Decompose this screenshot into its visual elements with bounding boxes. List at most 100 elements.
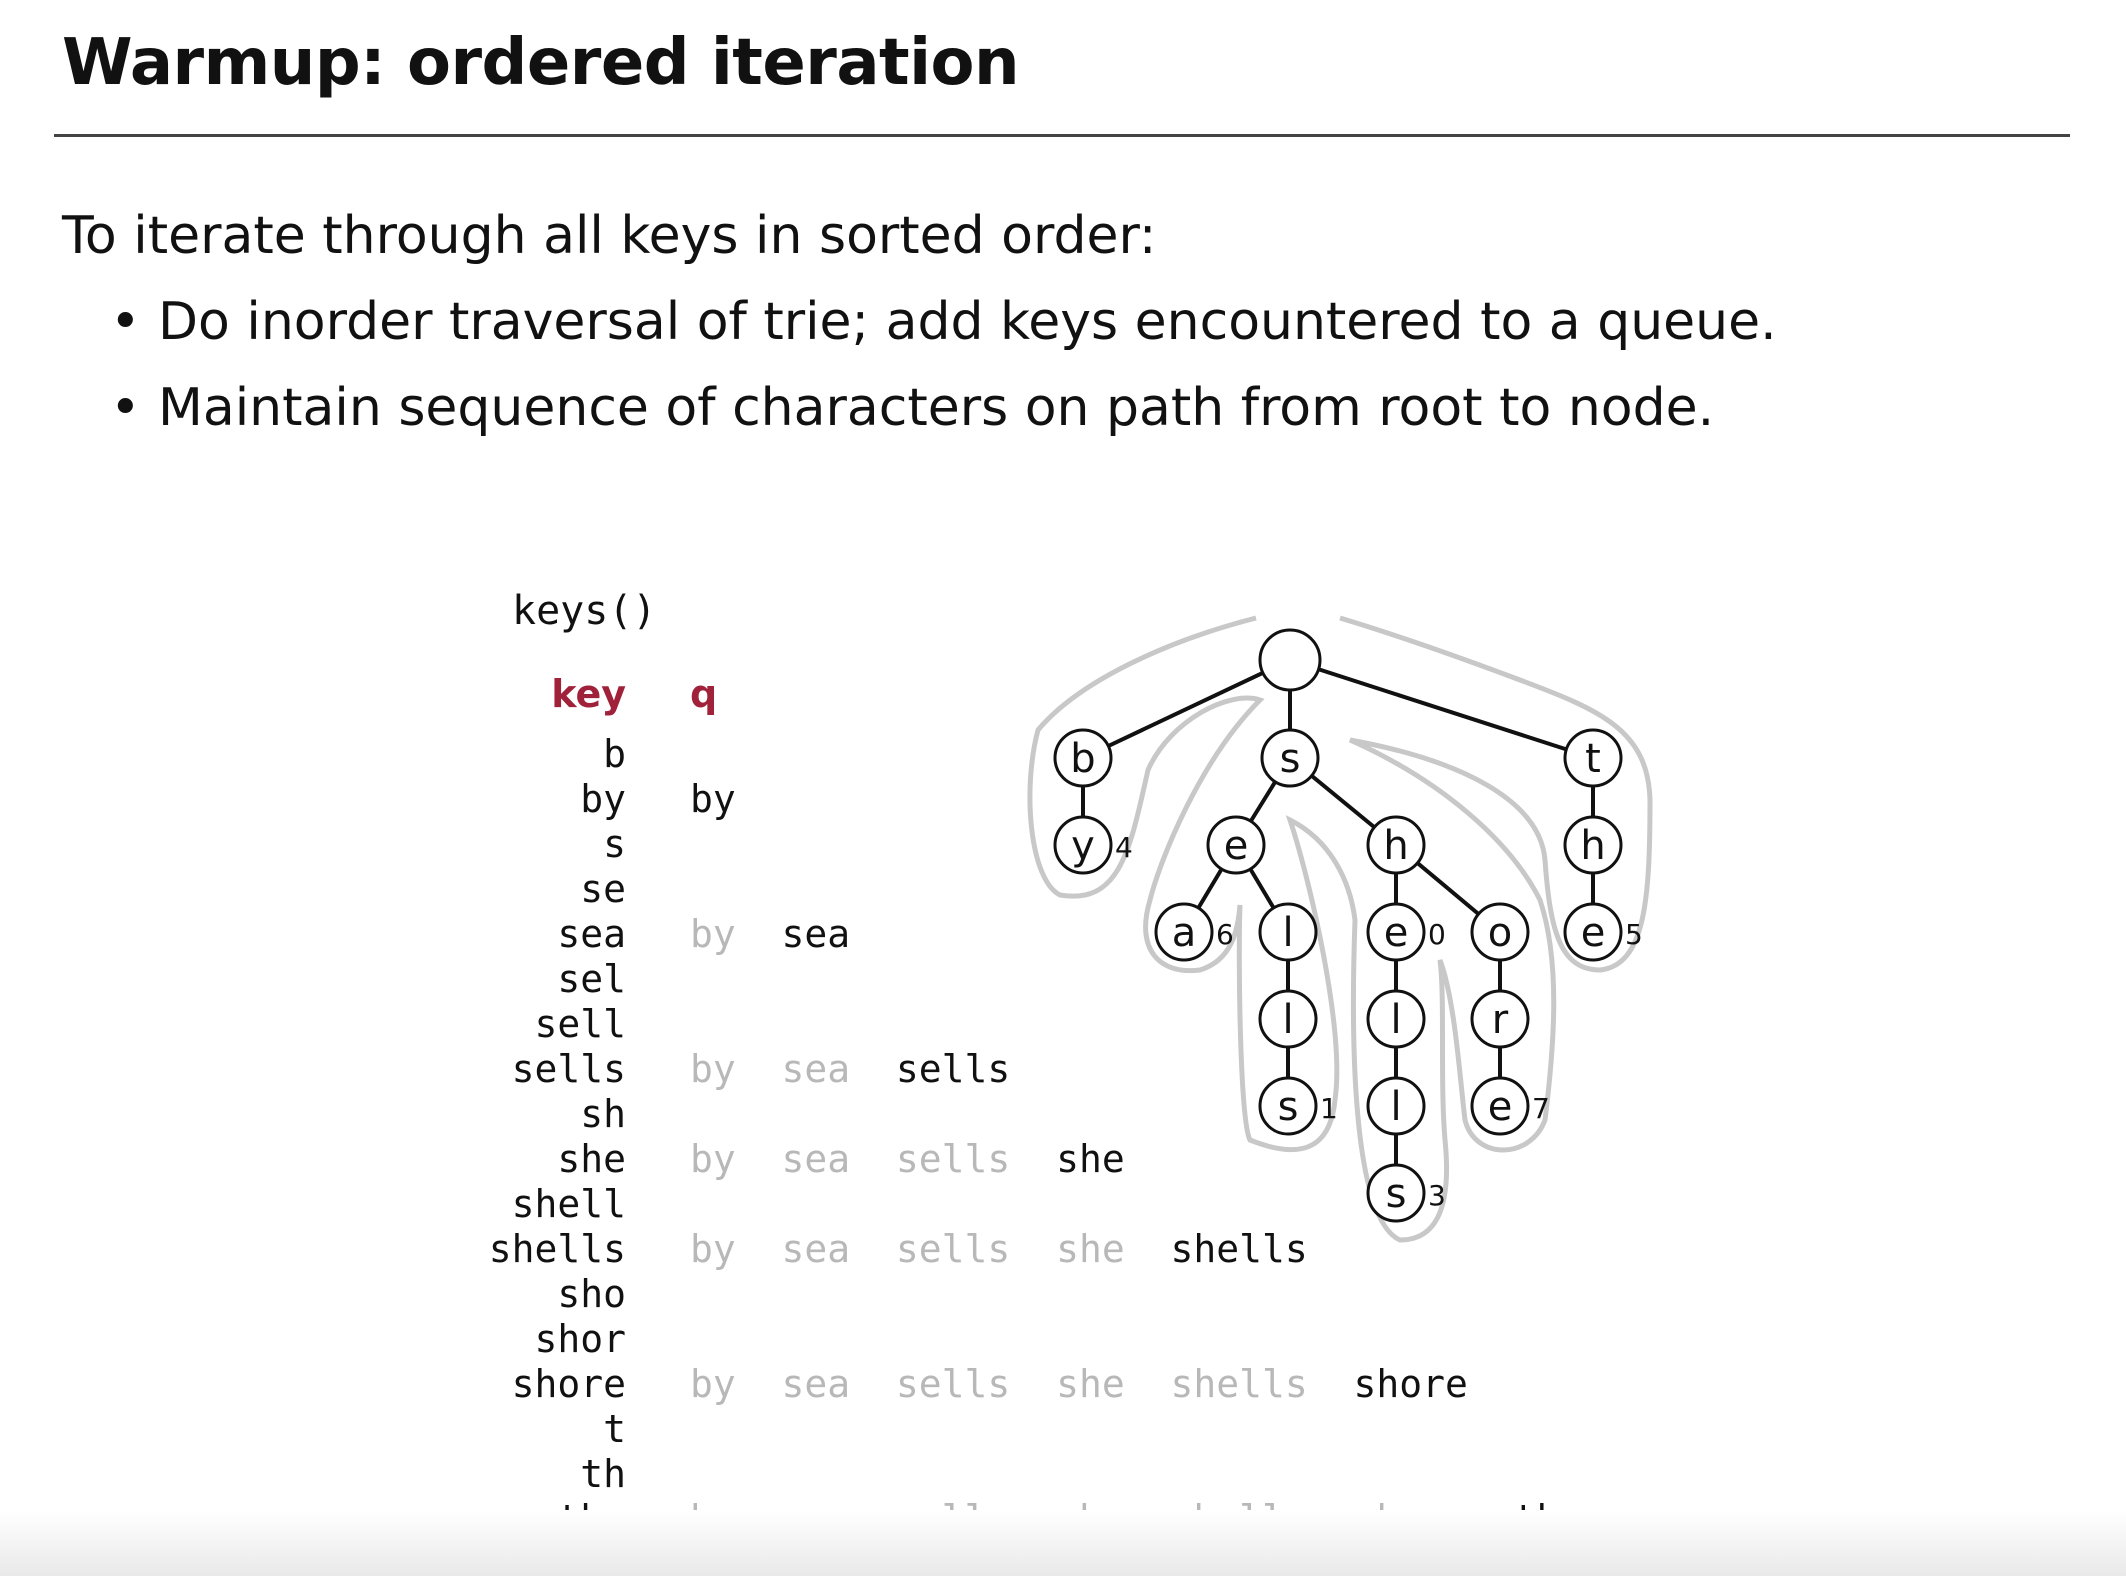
traversal-outline [1027, 615, 1653, 1243]
bullet-dot-icon: • [110, 378, 141, 438]
queue-entry: shells [1170, 1362, 1354, 1406]
queue-entry: by [690, 1047, 782, 1091]
queue-entry: sells [895, 1362, 1057, 1406]
trie-node-label: b [1070, 736, 1095, 782]
queue-entry: by [690, 1227, 782, 1271]
queue-entry: sea [781, 1047, 896, 1091]
trace-row-queue: by [690, 777, 736, 821]
trie-node: e [1206, 815, 1266, 875]
queue-entry: by [690, 777, 736, 821]
trie-edge [1082, 658, 1291, 760]
trie-node: r [1470, 989, 1530, 1049]
queue-entry: shells [1170, 1227, 1308, 1271]
trie-node: l [1258, 902, 1318, 962]
trace-row-key: sh [580, 1092, 626, 1136]
bullet-text-1: Do inorder traversal of trie; add keys e… [158, 292, 1777, 352]
trace-header-q: q [690, 672, 718, 716]
queue-entry: shore [1353, 1362, 1468, 1406]
traversal-path-outline [1027, 615, 1653, 1243]
trace-row-key: sea [557, 912, 626, 956]
trace-row-key: sho [557, 1272, 626, 1316]
trace-row-queue: by sea sells [690, 1047, 1010, 1091]
trace-row-queue: by sea sells she [690, 1137, 1125, 1181]
trace-row-queue: by sea sells she shells [690, 1227, 1308, 1271]
trie-node: t [1563, 728, 1623, 788]
trace-row-key: shore [511, 1362, 626, 1406]
bullet-text-2: Maintain sequence of characters on path … [158, 378, 1715, 438]
trie-node: l [1366, 989, 1426, 1049]
trie-node-label: l [1282, 997, 1293, 1043]
queue-entry: sea [781, 1137, 896, 1181]
trie-node-value: 3 [1428, 1179, 1446, 1212]
trace-row-queue: by sea sells she shells shore [690, 1362, 1468, 1406]
trie-node-label: s [1278, 1084, 1299, 1130]
trie-node-label: r [1492, 997, 1509, 1043]
trie-node-label: s [1280, 736, 1301, 782]
trace-row-key: by [580, 777, 626, 821]
trace-row-key: shor [534, 1317, 626, 1361]
queue-entry: by [690, 1362, 782, 1406]
trie-node-label: e [1224, 823, 1249, 869]
bottom-fade [0, 1510, 2126, 1576]
trie-node-label: o [1488, 910, 1512, 956]
trie-node-label: l [1282, 910, 1293, 956]
trie-node-label: s [1386, 1171, 1407, 1217]
slide-title: Warmup: ordered iteration [62, 26, 1020, 100]
trace-row-key: t [603, 1407, 626, 1451]
trace-row-key: th [580, 1452, 626, 1496]
trie-node-label: h [1383, 823, 1408, 869]
trie-node-label: l [1390, 997, 1401, 1043]
bullet-item-2: • Maintain sequence of characters on path… [110, 378, 1714, 438]
trie-node: h [1366, 815, 1426, 875]
queue-entry: sells [895, 1047, 1011, 1091]
trie-node-value: 0 [1428, 918, 1446, 951]
trie-node-label: y [1071, 823, 1095, 869]
trace-row-key: b [603, 732, 626, 776]
trie-node-value: 5 [1625, 918, 1643, 951]
trie-node: h [1563, 815, 1623, 875]
trace-row-key: sel [557, 957, 626, 1001]
queue-entry: she [1056, 1227, 1171, 1271]
trie-node-value: 7 [1532, 1092, 1550, 1125]
keys-call-label: keys() [512, 588, 657, 634]
queue-entry: by [690, 1137, 782, 1181]
queue-entry: she [1056, 1362, 1171, 1406]
trie-node: s [1260, 728, 1320, 788]
trie-node-label: e [1384, 910, 1409, 956]
trie-node: b [1053, 728, 1113, 788]
trie-node-value: 6 [1216, 918, 1234, 951]
trace-row-key: sell [534, 1002, 626, 1046]
trie-node-label: e [1581, 910, 1606, 956]
trie-node-label: h [1580, 823, 1605, 869]
queue-entry: sells [895, 1137, 1057, 1181]
title-divider [54, 134, 2070, 137]
queue-entry: by [690, 912, 782, 956]
trace-row-key: shell [511, 1182, 626, 1226]
intro-text: To iterate through all keys in sorted or… [62, 206, 1157, 266]
queue-entry: sells [895, 1227, 1057, 1271]
queue-entry: sea [781, 1362, 896, 1406]
trie-node: l [1366, 1076, 1426, 1136]
trace-header-key: key [551, 672, 626, 716]
trie-edge [1289, 658, 1594, 760]
trace-row-queue: by sea [690, 912, 850, 956]
trie-root-node [1258, 628, 1322, 692]
bullet-dot-icon: • [110, 292, 141, 352]
trie-node-value: 4 [1115, 831, 1133, 864]
queue-entry: sea [781, 1227, 896, 1271]
trie-node-label: a [1172, 910, 1197, 956]
trie-node-label: t [1585, 736, 1601, 782]
trace-row-key: sells [511, 1047, 626, 1091]
trie-node-label: l [1390, 1084, 1401, 1130]
trie-node: l [1258, 989, 1318, 1049]
trace-row-key: she [557, 1137, 626, 1181]
